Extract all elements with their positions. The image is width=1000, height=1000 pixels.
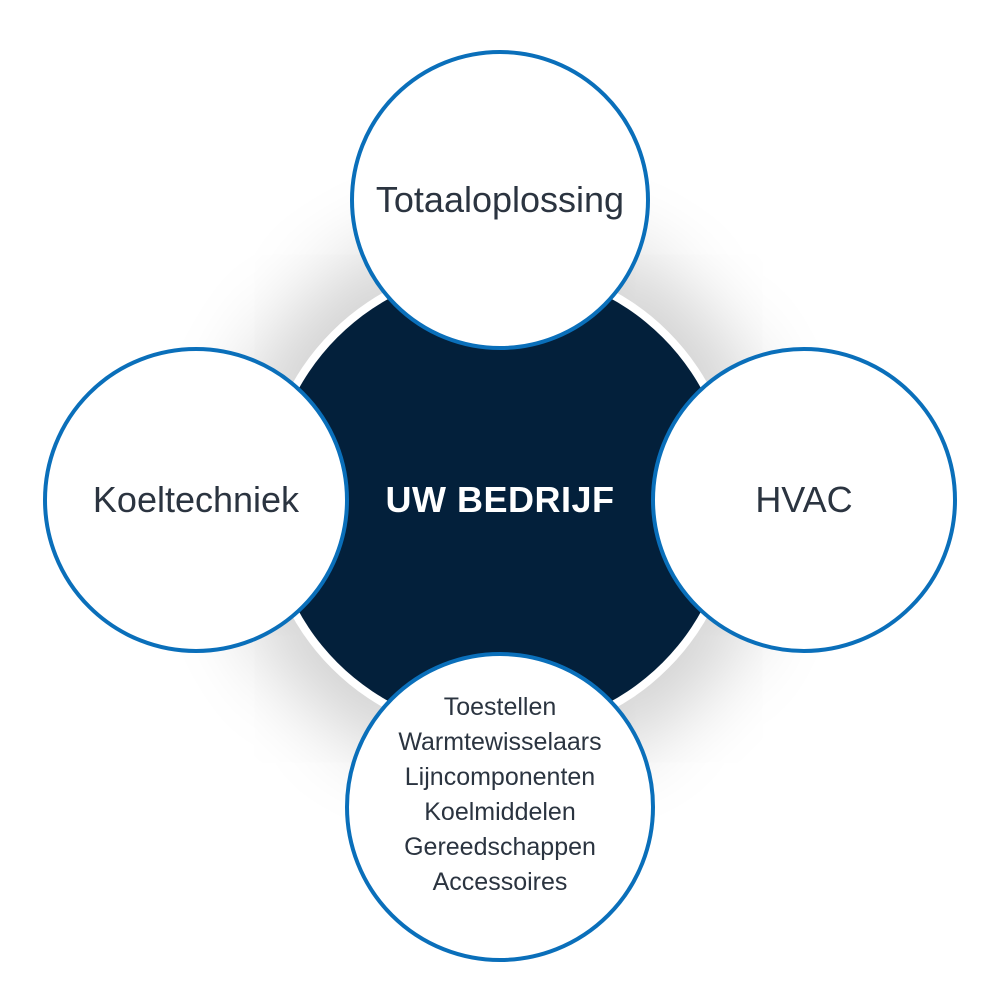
product-item-gereedschappen: Gereedschappen	[404, 833, 596, 861]
node-top-label: Totaaloplossing	[375, 179, 625, 220]
product-item-warmtewisselaars: Warmtewisselaars	[398, 728, 602, 756]
product-item-koelmiddelen: Koelmiddelen	[424, 798, 576, 826]
center-label: UW BEDRIJF	[385, 479, 615, 520]
product-list: Toestellen Warmtewisselaars Lijncomponen…	[398, 690, 601, 900]
node-products: Toestellen Warmtewisselaars Lijncomponen…	[345, 652, 655, 962]
product-item-accessoires: Accessoires	[432, 868, 568, 896]
node-left-label: Koeltechniek	[92, 479, 300, 520]
product-item-toestellen: Toestellen	[443, 693, 557, 721]
node-totaaloplossing: Totaaloplossing	[350, 50, 650, 350]
node-koeltechniek: Koeltechniek	[43, 347, 349, 653]
node-hvac: HVAC	[651, 347, 957, 653]
node-right-label: HVAC	[755, 479, 853, 520]
product-item-lijncomponenten: Lijncomponenten	[404, 763, 596, 791]
